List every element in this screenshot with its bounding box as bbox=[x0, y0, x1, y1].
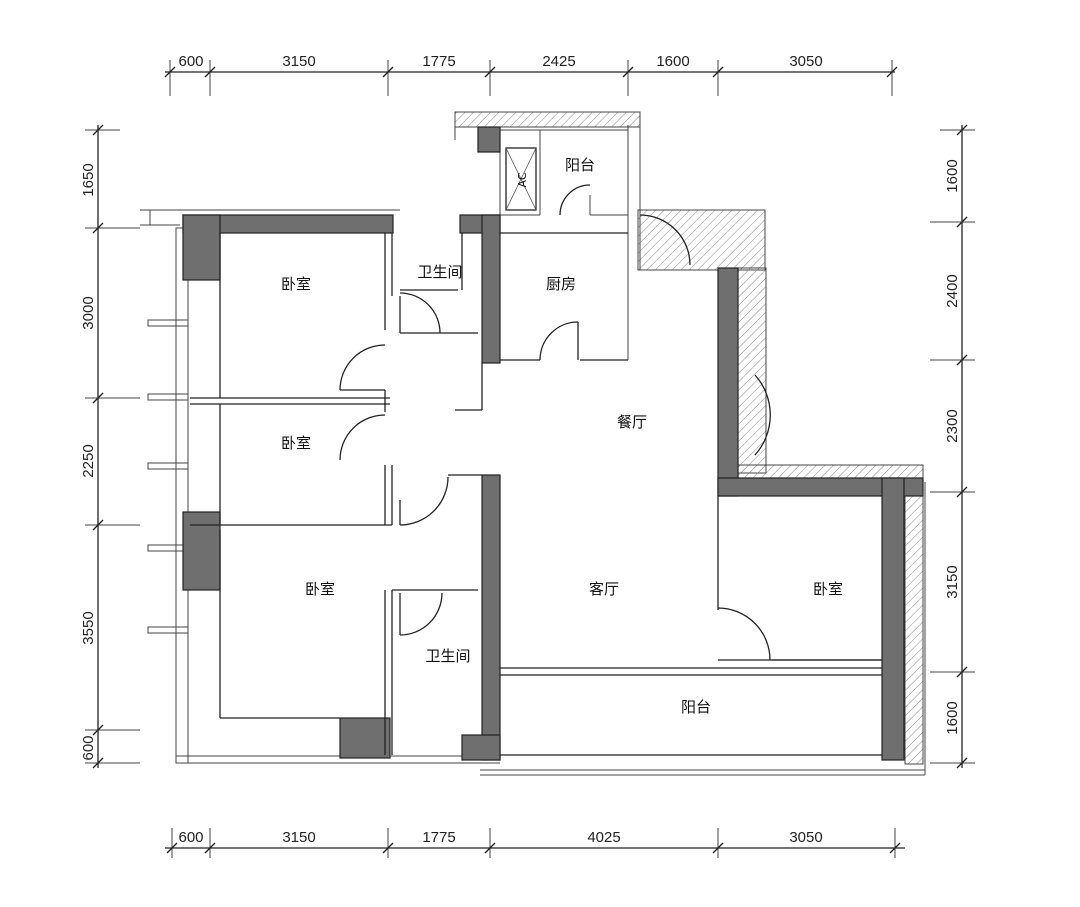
dim-right-2: 2400 bbox=[944, 274, 961, 307]
dim-top-4: 2425 bbox=[542, 53, 575, 70]
dim-bottom-2: 3150 bbox=[282, 829, 315, 846]
dimension-labels-left: 1650 3000 2250 3550 600 bbox=[80, 163, 97, 760]
room-bathroom-bottom: 卫生间 bbox=[425, 647, 470, 665]
ac-unit bbox=[505, 147, 537, 211]
hatched-areas bbox=[454, 111, 924, 765]
dim-left-5: 600 bbox=[80, 735, 97, 760]
room-living: 客厅 bbox=[589, 580, 619, 598]
dim-bottom-1: 600 bbox=[178, 829, 203, 846]
walls bbox=[182, 126, 924, 761]
dim-right-4: 3150 bbox=[944, 565, 961, 598]
room-balcony-top: 阳台 bbox=[565, 156, 595, 174]
room-kitchen: 厨房 bbox=[546, 275, 576, 293]
dim-bottom-5: 3050 bbox=[789, 829, 822, 846]
room-dining: 餐厅 bbox=[617, 413, 647, 431]
dimension-labels-top: 600 3150 1775 2425 1600 3050 bbox=[178, 53, 822, 70]
dim-top-6: 3050 bbox=[789, 53, 822, 70]
door-swings bbox=[339, 184, 771, 661]
dim-bottom-4: 4025 bbox=[587, 829, 620, 846]
dim-right-1: 1600 bbox=[944, 159, 961, 192]
room-bedroom-mid-left: 卧室 bbox=[281, 434, 311, 452]
dimension-labels-right: 1600 2400 2300 3150 1600 bbox=[944, 159, 961, 734]
dim-bottom-3: 1775 bbox=[422, 829, 455, 846]
dim-left-2: 3000 bbox=[80, 296, 97, 329]
dimension-labels-bottom: 600 3150 1775 4025 3050 bbox=[178, 829, 822, 846]
room-bathroom-top: 卫生间 bbox=[417, 263, 462, 281]
room-bedroom-top-left: 卧室 bbox=[281, 275, 311, 293]
dim-top-5: 1600 bbox=[656, 53, 689, 70]
ac-label: AC bbox=[516, 172, 529, 187]
room-bedroom-bottom-left: 卧室 bbox=[305, 580, 335, 598]
dim-left-3: 2250 bbox=[80, 444, 97, 477]
dimension-lines bbox=[85, 60, 975, 858]
room-labels: 卧室 卫生间 厨房 阳台 餐厅 卧室 卧室 客厅 卧室 卫生间 阳台 bbox=[281, 156, 843, 716]
window-mullions bbox=[147, 319, 189, 634]
dim-right-5: 1600 bbox=[944, 701, 961, 734]
room-bedroom-right: 卧室 bbox=[813, 580, 843, 598]
dim-left-1: 1650 bbox=[80, 163, 97, 196]
dim-top-1: 600 bbox=[178, 53, 203, 70]
room-balcony-bottom: 阳台 bbox=[681, 698, 711, 716]
outer-envelope bbox=[140, 112, 926, 776]
interior-walls bbox=[190, 232, 882, 756]
dim-top-3: 1775 bbox=[422, 53, 455, 70]
dim-left-4: 3550 bbox=[80, 611, 97, 644]
dim-right-3: 2300 bbox=[944, 409, 961, 442]
dim-top-2: 3150 bbox=[282, 53, 315, 70]
